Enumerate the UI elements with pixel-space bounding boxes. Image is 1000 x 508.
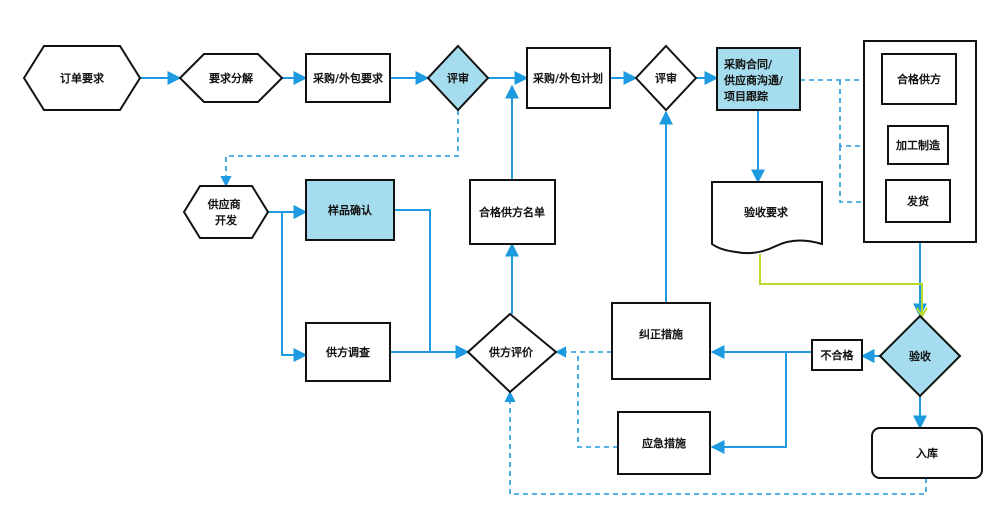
emergency-box	[617, 411, 711, 475]
purchase-plan-box	[526, 47, 611, 109]
emergency-label: 应急措施	[642, 436, 686, 450]
warehousing-label: 入库	[916, 446, 938, 460]
order-req-label: 订单要求	[60, 71, 105, 85]
qualified-supplier-label: 合格供方	[897, 72, 941, 86]
supplier-dev-line-1: 供应商	[207, 197, 241, 211]
supplier-dev-hexagon	[182, 185, 270, 239]
labels: 订单要求 要求分解 采购/外包要求 评审 采购/外包计划 评审 采购合同/ 供应…	[60, 57, 941, 460]
supplier-dev-line-2: 开发	[215, 213, 238, 227]
purchase-req-box	[305, 53, 391, 103]
qualified-list-box	[469, 179, 556, 245]
delivery-box	[885, 179, 951, 223]
sample-confirm-label: 样品确认	[328, 203, 373, 217]
acceptance-label: 验收	[909, 349, 931, 363]
dashed-emergency-to-eval	[577, 352, 618, 448]
corrective-box	[611, 302, 711, 380]
nonconforming-box	[811, 339, 863, 371]
arrow-sample-to-eval	[394, 209, 470, 359]
contract-line-3: 项目跟踪	[724, 89, 768, 103]
order-req-hexagon	[22, 45, 142, 111]
review1-diamond	[426, 44, 490, 112]
arrow-nonconforming-to-emergency	[710, 352, 787, 454]
contract-label: 采购合同/ 供应商沟通/ 项目跟踪	[723, 57, 787, 103]
dashed-branch-delivery	[839, 146, 888, 208]
dashed-review1-to-supplier-dev	[220, 110, 459, 188]
delivery-label: 发货	[906, 194, 929, 208]
processing-label: 加工制造	[895, 138, 941, 152]
req-decompose-label: 要求分解	[209, 71, 253, 85]
arrow-dev-to-survey	[281, 212, 308, 362]
qualified-list-label: 合格供方名单	[479, 205, 545, 219]
reject-line	[759, 254, 928, 317]
qualified-supplier-box	[881, 53, 957, 105]
corrective-label: 纠正措施	[639, 327, 683, 341]
supplier-eval-label: 供方评价	[488, 345, 534, 359]
supplier-eval-diamond	[466, 312, 558, 394]
shapes	[22, 40, 983, 479]
contract-line-1: 采购合同/	[723, 57, 773, 71]
processing-box	[887, 125, 949, 165]
supplier-dev-label: 供应商 开发	[207, 197, 245, 227]
acceptance-req-document	[711, 181, 823, 255]
sample-confirm-box	[305, 179, 395, 241]
connectors	[140, 71, 927, 454]
review2-label: 评审	[655, 71, 677, 85]
review1-label: 评审	[447, 71, 469, 85]
warehousing-box	[871, 427, 983, 479]
req-decompose-hexagon	[178, 53, 284, 103]
acceptance-req-label: 验收要求	[744, 205, 789, 219]
purchase-plan-label: 采购/外包计划	[532, 71, 603, 85]
line-acceptance-req-to-acceptance	[759, 254, 923, 314]
review2-diamond	[634, 44, 698, 112]
contract-line-2: 供应商沟通/	[723, 73, 784, 87]
supplier-survey-box	[305, 322, 391, 382]
supplier-survey-label: 供方调查	[325, 345, 370, 359]
purchase-req-label: 采购/外包要求	[312, 71, 384, 85]
acceptance-diamond	[878, 314, 962, 398]
contract-box	[716, 47, 801, 111]
dashed-warehousing-to-eval	[504, 390, 927, 495]
nonconforming-label: 不合格	[821, 348, 855, 362]
line-acceptance-req-arrowhead	[916, 307, 928, 317]
dashed-connectors	[220, 74, 927, 495]
